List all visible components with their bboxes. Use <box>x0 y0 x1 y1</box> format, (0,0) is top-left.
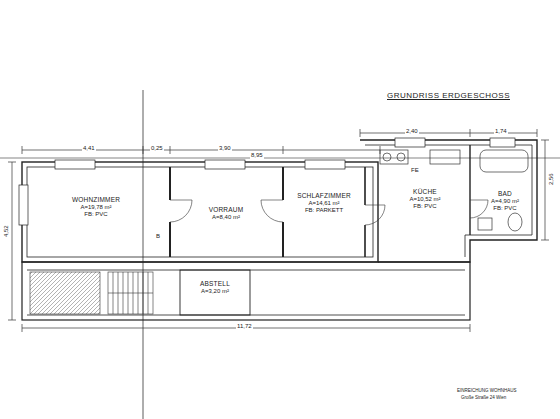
stair-tread <box>138 272 139 314</box>
room-data: A=3,20 m² <box>200 288 230 295</box>
fixtures <box>380 150 528 231</box>
title-block-text: Große Straße 24 Wien <box>460 396 507 401</box>
dimension-lines <box>8 129 549 332</box>
room-label: WOHNZIMMERA=19,78 m²FB: PVC <box>72 196 120 218</box>
dimension-label: 0,25 <box>150 145 164 152</box>
room-data: A=4,90 m² <box>491 198 519 205</box>
room-label: VORRAUMA=8,40 m² <box>209 206 244 221</box>
dimension-label: 3,90 <box>218 145 232 152</box>
room-name: ABSTELL <box>200 280 230 288</box>
room-data: A=14,61 m² <box>297 200 351 207</box>
dimension-label: 4,41 <box>82 145 96 152</box>
windows <box>19 138 515 225</box>
dimension-label: 8,95 <box>250 152 264 159</box>
room-data: FB: PVC <box>409 203 440 210</box>
dimension-label: FE <box>410 167 420 174</box>
dimension-label: 2,56 <box>548 172 555 186</box>
title-block-text: EINREICHUNG WOHNHAUS <box>456 389 518 394</box>
stair-tread <box>123 272 124 314</box>
stair-tread <box>113 272 114 314</box>
walls <box>22 140 537 320</box>
dimension-label: 2,40 <box>405 128 419 135</box>
drawing-title: GRUNDRISS ERDGESCHOSS <box>386 92 511 101</box>
room-data: FB: PARKETT <box>297 207 351 214</box>
stair-tread <box>128 272 129 314</box>
room-label: KÜCHEA=10,52 m²FB: PVC <box>409 188 440 210</box>
room-name: BAD <box>491 190 519 198</box>
room-data: A=19,78 m² <box>72 204 120 211</box>
room-name: SCHLAFZIMMER <box>297 192 351 200</box>
room-name: VORRAUM <box>209 206 244 214</box>
dimension-label: 11,72 <box>236 323 253 330</box>
room-data: FB: PVC <box>72 211 120 218</box>
room-data: FB: PVC <box>491 205 519 212</box>
room-data: A=8,40 m² <box>209 214 244 221</box>
room-label: ABSTELLA=3,20 m² <box>200 280 230 295</box>
door-swings <box>170 200 488 225</box>
room-name: KÜCHE <box>409 188 440 196</box>
stair-tread <box>148 272 149 314</box>
stair-tread <box>133 272 134 314</box>
stair-tread <box>118 272 119 314</box>
stair <box>108 272 153 314</box>
grid-lines <box>0 90 560 419</box>
room-name: WOHNZIMMER <box>72 196 120 204</box>
room-data: A=10,52 m² <box>409 196 440 203</box>
room-label: SCHLAFZIMMERA=14,61 m²FB: PARKETT <box>297 192 351 214</box>
stair-tread <box>143 272 144 314</box>
room-label: BADA=4,90 m²FB: PVC <box>491 190 519 212</box>
dimension-label: 4,52 <box>3 224 10 238</box>
dimension-label: 1,74 <box>494 128 508 135</box>
dimension-label: B <box>155 233 161 240</box>
hatched-area <box>30 272 100 314</box>
